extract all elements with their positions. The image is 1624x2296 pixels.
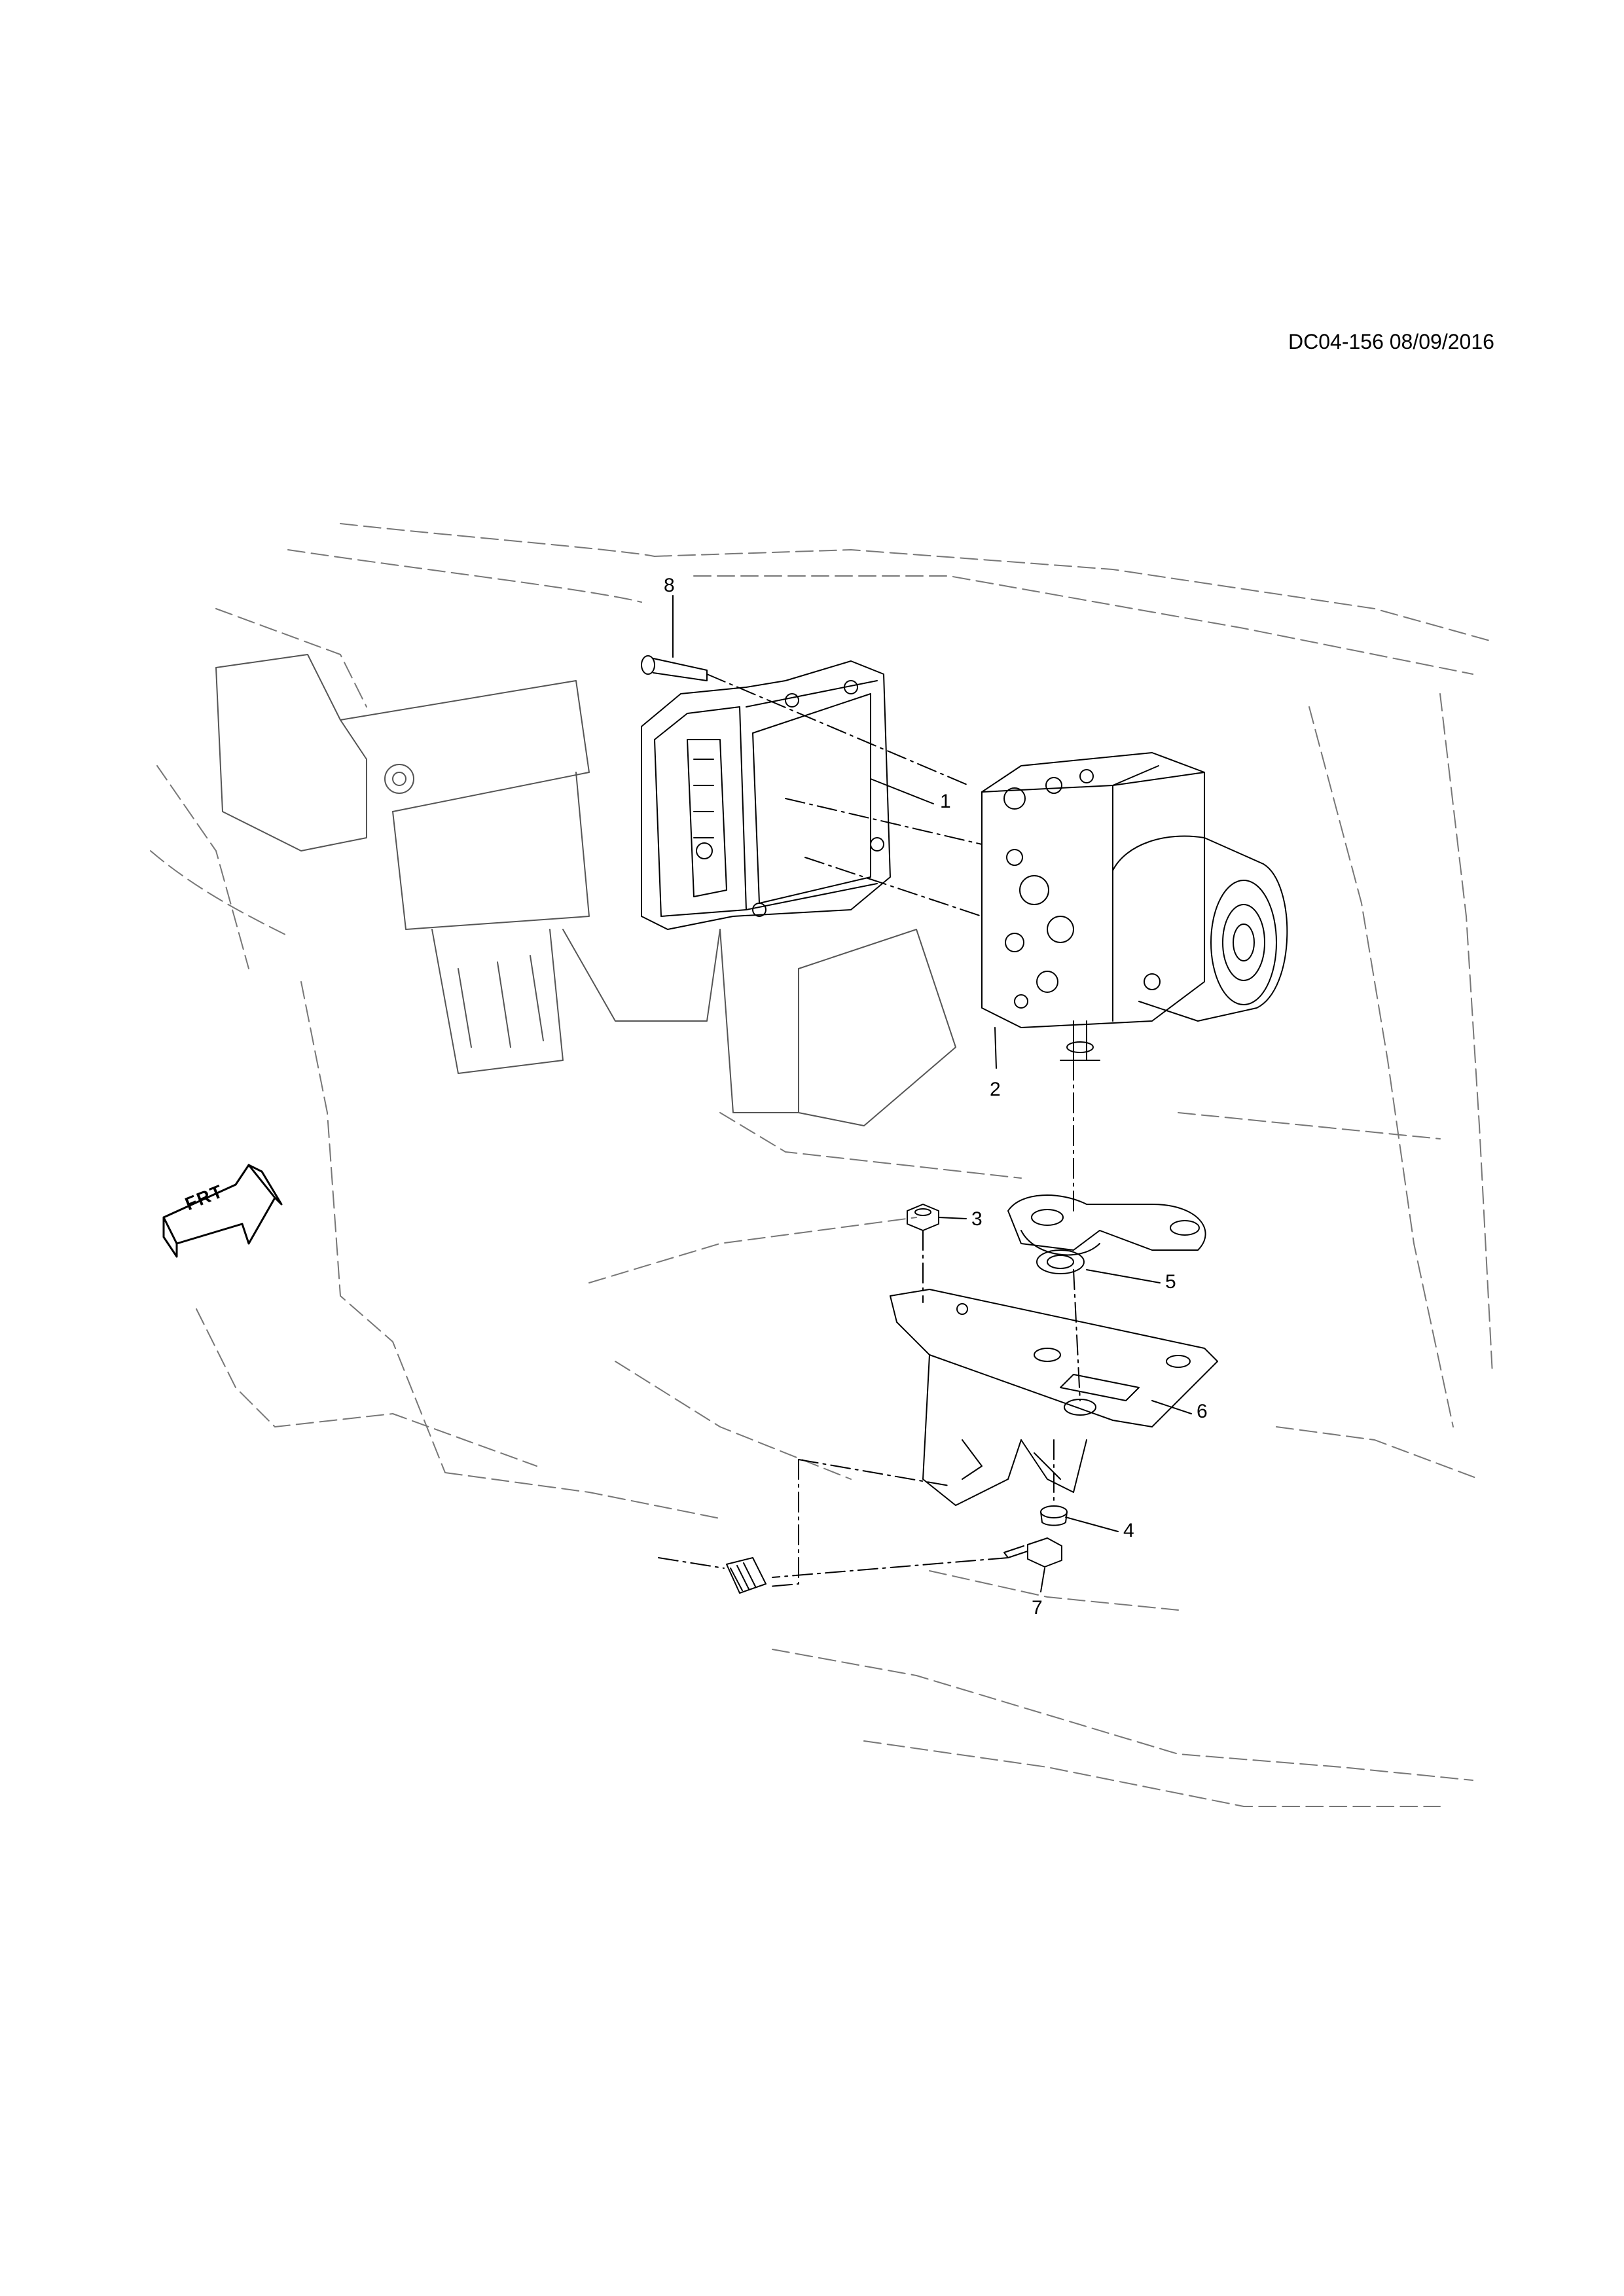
callout-5: 5 xyxy=(1165,1271,1176,1293)
drawing-reference: DC04-156 08/09/2016 xyxy=(1288,330,1494,353)
callout-leaders xyxy=(672,595,1192,1592)
callout-3: 3 xyxy=(971,1208,983,1230)
callout-6: 6 xyxy=(1197,1401,1208,1422)
mounting-bracket-part-6 xyxy=(890,1289,1218,1506)
screw-part-8 xyxy=(641,655,708,681)
background-structure xyxy=(150,523,1493,1807)
left-module-structure xyxy=(215,654,956,1126)
isolator-part-5 xyxy=(1007,1194,1206,1274)
bolt-part-7 xyxy=(1003,1537,1062,1568)
front-direction-icon xyxy=(162,1164,283,1258)
callout-4: 4 xyxy=(1123,1520,1134,1541)
callout-7: 7 xyxy=(1032,1597,1043,1619)
washer-part-4 xyxy=(1040,1505,1068,1526)
modulator-assembly-part-2 xyxy=(981,752,1288,1061)
callout-8: 8 xyxy=(664,575,675,596)
weld-stud xyxy=(726,1557,767,1594)
nut-part-3 xyxy=(907,1204,939,1231)
callout-2: 2 xyxy=(990,1079,1001,1100)
control-module-part-1 xyxy=(641,660,891,930)
callout-1: 1 xyxy=(940,791,951,812)
assembly-centerlines xyxy=(658,673,1081,1587)
